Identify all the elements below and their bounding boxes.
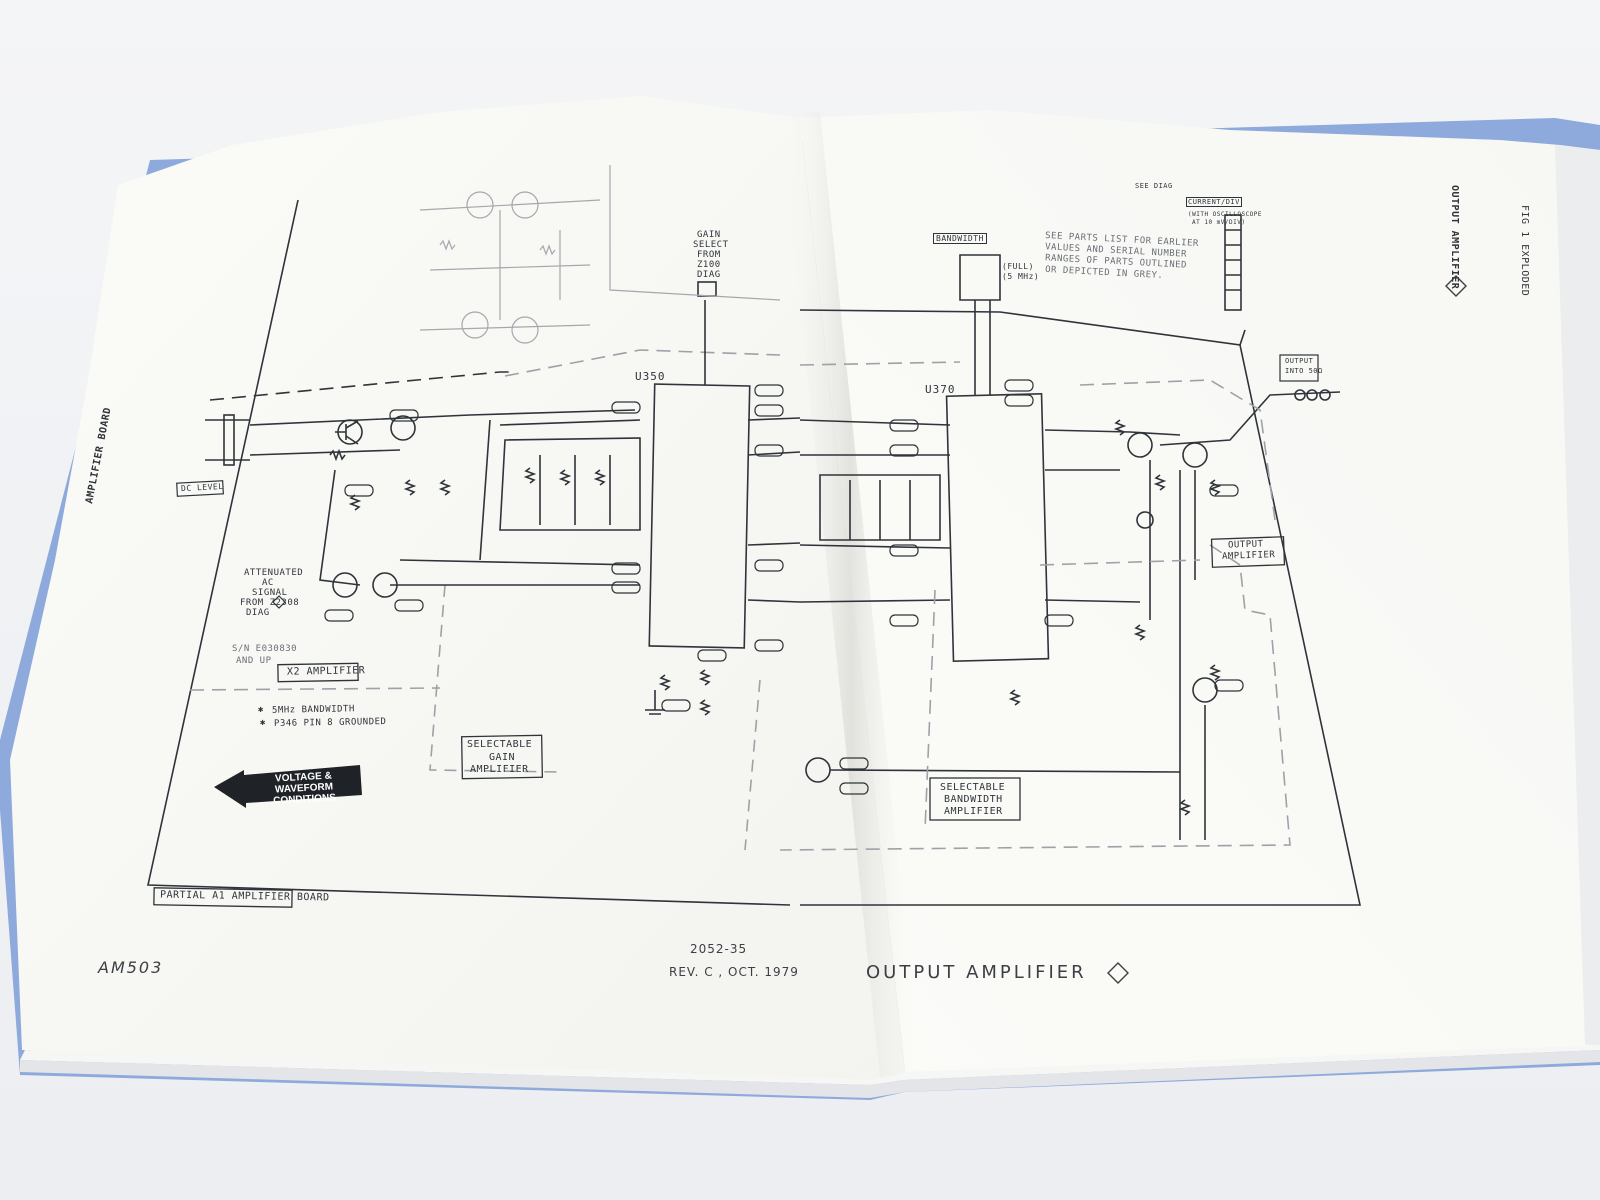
right-dashed-sections bbox=[779, 361, 1291, 851]
grey-circuit bbox=[419, 165, 781, 344]
with-osc-1: (WITH OSCILLOSCOPE bbox=[1188, 211, 1263, 218]
attenuated-1: ATTENUATED bbox=[244, 568, 304, 578]
gain-amplifier-label-2: GAIN bbox=[489, 752, 516, 763]
serial-note-1: S/N E030830 bbox=[232, 644, 298, 654]
bandwidth-amp-1: SELECTABLE bbox=[940, 782, 1006, 793]
gain-select-2: SELECT bbox=[693, 240, 729, 250]
attenuated-4: FROM Z2308 bbox=[240, 598, 300, 608]
footer-model: AM503 bbox=[98, 958, 164, 977]
full-label: (FULL) bbox=[1002, 262, 1034, 271]
tab-fig-exploded: FIG 1 EXPLODED bbox=[1519, 205, 1530, 297]
footer-section-title: OUTPUT AMPLIFIER bbox=[866, 962, 1087, 983]
bandwidth-switch-label: BANDWIDTH bbox=[933, 233, 987, 244]
gain-select-1: GAIN bbox=[697, 230, 721, 240]
footer-doc-number: 2052-35 bbox=[690, 942, 748, 956]
with-osc-2: AT 10 mV/DIV) bbox=[1192, 219, 1246, 226]
output-into-2: INTO 50Ω bbox=[1285, 367, 1323, 375]
output-amp-2: AMPLIFIER bbox=[1221, 550, 1276, 562]
right-schematic bbox=[799, 214, 1361, 906]
gain-select-5: DIAG bbox=[697, 270, 721, 280]
gain-select-3: FROM bbox=[697, 250, 721, 260]
x2-amplifier-label: X2 AMPLIFIER bbox=[286, 665, 366, 678]
mhz-label: (5 MHz) bbox=[1002, 272, 1040, 281]
tab-output-amplifier: OUTPUT AMPLIFIER bbox=[1449, 185, 1460, 290]
note-star-icon: ✱ bbox=[258, 705, 264, 715]
note-pin-grounded: P346 PIN 8 GROUNDED bbox=[273, 717, 387, 729]
arrow-text: VOLTAGE & WAVEFORM CONDITIONS bbox=[247, 769, 361, 808]
output-amp-1: OUTPUT bbox=[1227, 539, 1264, 551]
conditions-arrow-icon bbox=[214, 765, 362, 808]
voltage-readouts bbox=[324, 379, 1244, 795]
gain-amplifier-label-3: AMPLIFIER bbox=[470, 764, 529, 775]
gain-amplifier-label-1: SELECTABLE bbox=[467, 739, 533, 750]
note-bandwidth: 5MHz BANDWIDTH bbox=[271, 704, 355, 716]
attenuated-3: SIGNAL bbox=[252, 588, 288, 598]
bandwidth-amp-3: AMPLIFIER bbox=[944, 806, 1003, 817]
u350-label: U350 bbox=[635, 370, 666, 383]
serial-note-2: AND UP bbox=[236, 656, 272, 666]
see-diag-label: SEE DIAG bbox=[1135, 182, 1173, 190]
output-into-1: OUTPUT bbox=[1285, 357, 1314, 365]
footer-revision: REV. C , OCT. 1979 bbox=[669, 965, 799, 979]
u370-label: U370 bbox=[925, 383, 956, 396]
note-star-icon-2: ✱ bbox=[260, 718, 266, 728]
attenuated-5: DIAG bbox=[246, 608, 270, 618]
current-div-label: CURRENT/DIV bbox=[1186, 197, 1242, 207]
gain-select-4: Z100 bbox=[697, 260, 721, 270]
attenuated-2: AC bbox=[262, 578, 274, 588]
left-schematic bbox=[147, 199, 1181, 906]
bandwidth-amp-2: BANDWIDTH bbox=[944, 794, 1003, 805]
